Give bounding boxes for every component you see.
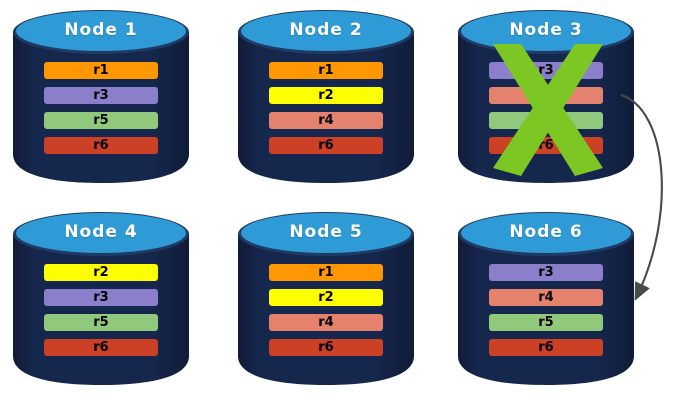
replica-label: r4	[538, 290, 554, 305]
replica-list: r1 r2 r4 r6	[269, 264, 383, 356]
replica-stripe[interactable]: r4	[489, 289, 603, 306]
replica-stripe[interactable]: r3	[489, 264, 603, 281]
replica-stripe[interactable]: r6	[44, 137, 158, 154]
replica-stripe[interactable]: r3	[44, 289, 158, 306]
replica-label: r2	[318, 290, 334, 305]
replica-list: r1 r3 r5 r6	[44, 62, 158, 154]
cylinder-top-face	[461, 11, 631, 51]
replica-stripe[interactable]: r3	[489, 62, 603, 79]
cylinder-top-face	[16, 213, 186, 253]
replica-stripe[interactable]: r4	[269, 314, 383, 331]
replica-stripe[interactable]: r6	[489, 137, 603, 154]
replica-stripe[interactable]: r4	[489, 87, 603, 104]
replica-label: r1	[318, 63, 334, 78]
replica-label: r1	[93, 63, 109, 78]
cylinder-top-face	[16, 11, 186, 51]
replica-label: r3	[93, 88, 109, 103]
replica-label: r4	[538, 88, 554, 103]
replica-label: r3	[538, 63, 554, 78]
replica-stripe[interactable]: r2	[44, 264, 158, 281]
replica-label: r5	[93, 113, 109, 128]
cylinder-top-face	[241, 213, 411, 253]
replica-label: r5	[93, 315, 109, 330]
replica-label: r6	[93, 340, 109, 355]
replica-stripe[interactable]: r1	[269, 264, 383, 281]
replica-stripe[interactable]: r3	[44, 87, 158, 104]
replica-label: r6	[538, 138, 554, 153]
replica-label: r2	[93, 265, 109, 280]
replica-stripe[interactable]: r1	[269, 62, 383, 79]
replica-stripe[interactable]: r6	[269, 339, 383, 356]
replica-stripe[interactable]: r6	[269, 137, 383, 154]
replica-label: r6	[318, 340, 334, 355]
replica-stripe[interactable]: r5	[489, 112, 603, 129]
replica-label: r4	[318, 113, 334, 128]
replica-stripe[interactable]: r2	[269, 289, 383, 306]
replica-label: r5	[538, 113, 554, 128]
replica-stripe[interactable]: r4	[269, 112, 383, 129]
replica-label: r6	[318, 138, 334, 153]
replica-label: r3	[538, 265, 554, 280]
replica-list: r2 r3 r5 r6	[44, 264, 158, 356]
replica-label: r4	[318, 315, 334, 330]
replica-list: r1 r2 r4 r6	[269, 62, 383, 154]
replica-stripe[interactable]: r6	[489, 339, 603, 356]
replica-label: r1	[318, 265, 334, 280]
replica-stripe[interactable]: r2	[269, 87, 383, 104]
cylinder-top-face	[461, 213, 631, 253]
replica-list: r3 r4 r5 r6	[489, 264, 603, 356]
replica-list: r3 r4 r5 r6	[489, 62, 603, 154]
replica-label: r6	[93, 138, 109, 153]
replica-stripe[interactable]: r6	[44, 339, 158, 356]
replica-label: r5	[538, 315, 554, 330]
replica-stripe[interactable]: r5	[44, 112, 158, 129]
replica-stripe[interactable]: r5	[489, 314, 603, 331]
cylinder-top-face	[241, 11, 411, 51]
replica-stripe[interactable]: r5	[44, 314, 158, 331]
replica-stripe[interactable]: r1	[44, 62, 158, 79]
replica-label: r3	[93, 290, 109, 305]
replica-label: r6	[538, 340, 554, 355]
replica-label: r2	[318, 88, 334, 103]
